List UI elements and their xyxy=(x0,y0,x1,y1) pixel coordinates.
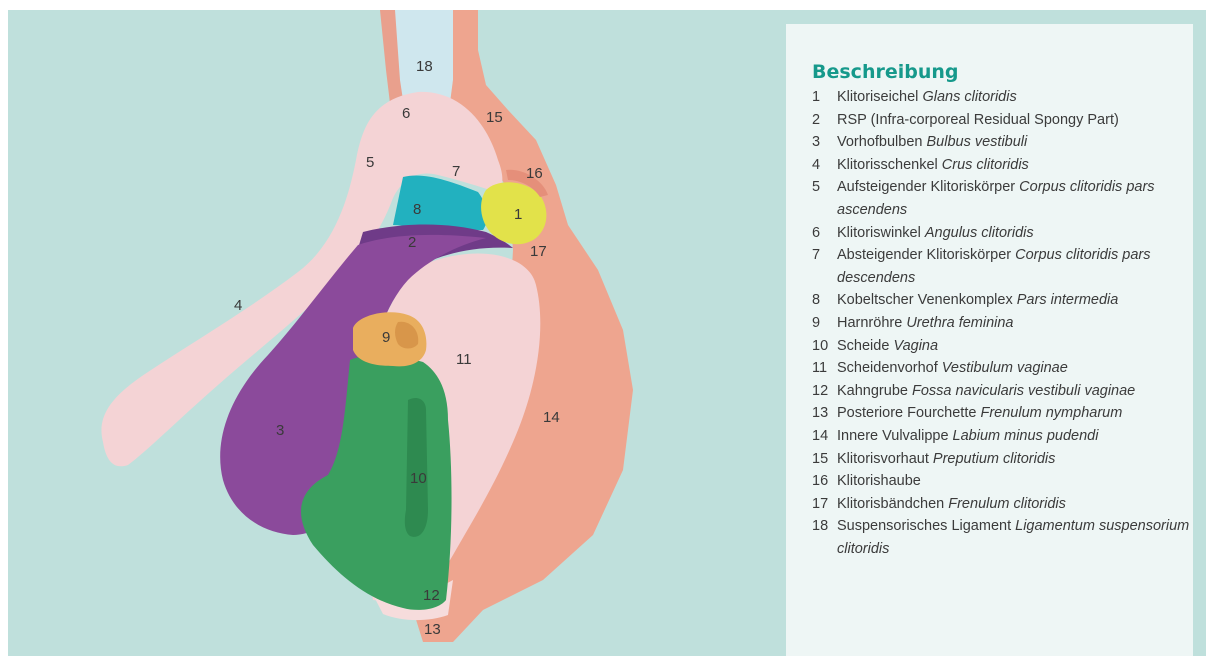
legend-item-number: 9 xyxy=(812,312,820,335)
vagina-groove-shape xyxy=(405,398,428,537)
legend-item-number: 1 xyxy=(812,86,820,109)
legend-item-german: Vorhofbulben xyxy=(837,134,922,150)
legend-item-german: Harnröhre xyxy=(837,315,902,331)
legend-item-number: 5 xyxy=(812,176,820,199)
legend-item-german: Absteigender Klitoriskörper xyxy=(837,247,1011,263)
legend-item: 14 Innere Vulvalippe Labium minus pudendi xyxy=(812,425,1193,448)
legend-item-number: 7 xyxy=(812,244,820,267)
legend-item-number: 11 xyxy=(812,357,827,380)
legend-list: 1 Klitoriseichel Glans clitoridis 2 RSP (I… xyxy=(812,86,1193,560)
legend-item-number: 14 xyxy=(812,425,828,448)
legend-item-number: 6 xyxy=(812,222,820,245)
label-8: 8 xyxy=(413,201,421,218)
legend-item: 10 Scheide Vagina xyxy=(812,335,1193,358)
legend-item-number: 15 xyxy=(812,448,828,471)
legend-item-number: 10 xyxy=(812,335,828,358)
legend-item-german: Scheide xyxy=(837,338,889,354)
label-12: 12 xyxy=(423,587,440,604)
legend-item-german: Klitorisvorhaut xyxy=(837,451,929,467)
legend-item-german: Klitorisschenkel xyxy=(837,157,938,173)
legend-item-number: 17 xyxy=(812,493,828,516)
legend-item-latin: Angulus clitoridis xyxy=(925,225,1034,241)
label-14: 14 xyxy=(543,409,560,426)
legend-item-german: Kahngrube xyxy=(837,383,908,399)
legend-item: 8 Kobeltscher Venenkomplex Pars intermedi… xyxy=(812,289,1193,312)
label-17: 17 xyxy=(530,243,547,260)
legend-item-german: Scheidenvorhof xyxy=(837,360,938,376)
label-11: 11 xyxy=(456,351,472,368)
legend-item-german: Suspensorisches Ligament xyxy=(837,518,1011,534)
legend-item-latin: Frenulum nympharum xyxy=(980,405,1122,421)
legend-item-latin: Urethra feminina xyxy=(906,315,1013,331)
legend-item-number: 18 xyxy=(812,515,828,538)
legend-item-latin: Pars intermedia xyxy=(1017,292,1119,308)
label-5: 5 xyxy=(366,154,374,171)
legend-item: 12 Kahngrube Fossa navicularis vestibuli … xyxy=(812,380,1193,403)
label-18: 18 xyxy=(416,58,433,75)
legend-item-number: 16 xyxy=(812,470,828,493)
legend-item-latin: Vestibulum vaginae xyxy=(942,360,1068,376)
legend-item-german: Posteriore Fourchette xyxy=(837,405,976,421)
legend-item-latin: Fossa navicularis vestibuli vaginae xyxy=(912,383,1135,399)
legend-panel: Beschreibung 1 Klitoriseichel Glans clito… xyxy=(786,24,1193,656)
legend-item-german: Innere Vulvalippe xyxy=(837,428,949,444)
legend-item: 11 Scheidenvorhof Vestibulum vaginae xyxy=(812,357,1193,380)
legend-item-number: 8 xyxy=(812,289,820,312)
anatomy-illustration: 1 2 3 4 5 6 7 8 9 10 11 12 13 14 15 16 1… xyxy=(8,10,784,656)
legend-item-german: Klitorisbändchen xyxy=(837,496,944,512)
legend-item: 17 Klitorisbändchen Frenulum clitoridis xyxy=(812,493,1193,516)
label-13: 13 xyxy=(424,621,441,638)
label-6: 6 xyxy=(402,105,410,122)
legend-item-german: Klitorishaube xyxy=(837,473,921,489)
legend-item-latin: Frenulum clitoridis xyxy=(948,496,1066,512)
legend-item: 16 Klitorishaube xyxy=(812,470,1193,493)
legend-item: 3 Vorhofbulben Bulbus vestibuli xyxy=(812,131,1193,154)
legend-item-number: 2 xyxy=(812,109,820,132)
legend-item-number: 4 xyxy=(812,154,820,177)
legend-item-number: 12 xyxy=(812,380,828,403)
legend-title: Beschreibung xyxy=(812,62,1193,82)
legend-item-german: Klitoriswinkel xyxy=(837,225,921,241)
label-10: 10 xyxy=(410,470,427,487)
label-3: 3 xyxy=(276,422,284,439)
legend-item: 1 Klitoriseichel Glans clitoridis xyxy=(812,86,1193,109)
legend-item: 15 Klitorisvorhaut Preputium clitoridis xyxy=(812,448,1193,471)
label-16: 16 xyxy=(526,165,543,182)
legend-item-german: Aufsteigender Klitoriskörper xyxy=(837,179,1015,195)
legend-item-number: 3 xyxy=(812,131,820,154)
label-2: 2 xyxy=(408,234,416,251)
legend-item-german: RSP (Infra-corporeal Residual Spongy Par… xyxy=(837,112,1119,128)
label-9: 9 xyxy=(382,329,390,346)
label-7: 7 xyxy=(452,163,460,180)
legend-item-latin: Preputium clitoridis xyxy=(933,451,1056,467)
legend-item: 13 Posteriore Fourchette Frenulum nymphar… xyxy=(812,402,1193,425)
label-1: 1 xyxy=(514,206,522,223)
legend-item-german: Kobeltscher Venenkomplex xyxy=(837,292,1013,308)
legend-item-german: Klitoriseichel xyxy=(837,89,918,105)
legend-item: 9 Harnröhre Urethra feminina xyxy=(812,312,1193,335)
legend-item-latin: Glans clitoridis xyxy=(922,89,1016,105)
legend-item-latin: Bulbus vestibuli xyxy=(927,134,1028,150)
legend-item: 2 RSP (Infra-corporeal Residual Spongy Pa… xyxy=(812,109,1193,132)
legend-item-latin: Labium minus pudendi xyxy=(953,428,1099,444)
legend-item-number: 13 xyxy=(812,402,828,425)
legend-item-latin: Crus clitoridis xyxy=(942,157,1029,173)
legend-item: 4 Klitorisschenkel Crus clitoridis xyxy=(812,154,1193,177)
legend-item-latin: Vagina xyxy=(893,338,938,354)
legend-item: 6 Klitoriswinkel Angulus clitoridis xyxy=(812,222,1193,245)
label-15: 15 xyxy=(486,109,503,126)
label-4: 4 xyxy=(234,297,242,314)
